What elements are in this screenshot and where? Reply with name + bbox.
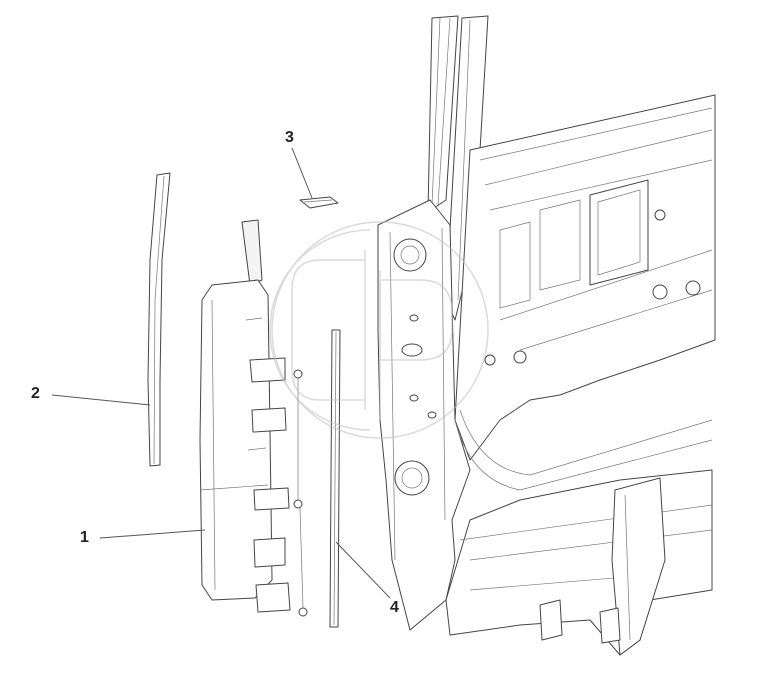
watermark-logo bbox=[269, 221, 489, 439]
callout-4: 4 bbox=[390, 599, 399, 616]
part-4-seal-strip bbox=[329, 329, 341, 628]
part-1-pillar-trim-panel bbox=[199, 219, 308, 617]
leader-line-1 bbox=[99, 529, 206, 539]
leader-line-2 bbox=[51, 394, 151, 406]
callout-3: 3 bbox=[285, 129, 294, 146]
callout-1: 1 bbox=[80, 529, 89, 546]
part-2-trim-strip bbox=[147, 172, 171, 467]
callout-2: 2 bbox=[31, 385, 40, 402]
part-3-clip bbox=[299, 196, 339, 209]
cab-body-structure bbox=[377, 15, 716, 656]
leader-line-3 bbox=[291, 147, 313, 199]
leader-lines bbox=[51, 147, 391, 599]
leader-line-4 bbox=[335, 541, 391, 599]
